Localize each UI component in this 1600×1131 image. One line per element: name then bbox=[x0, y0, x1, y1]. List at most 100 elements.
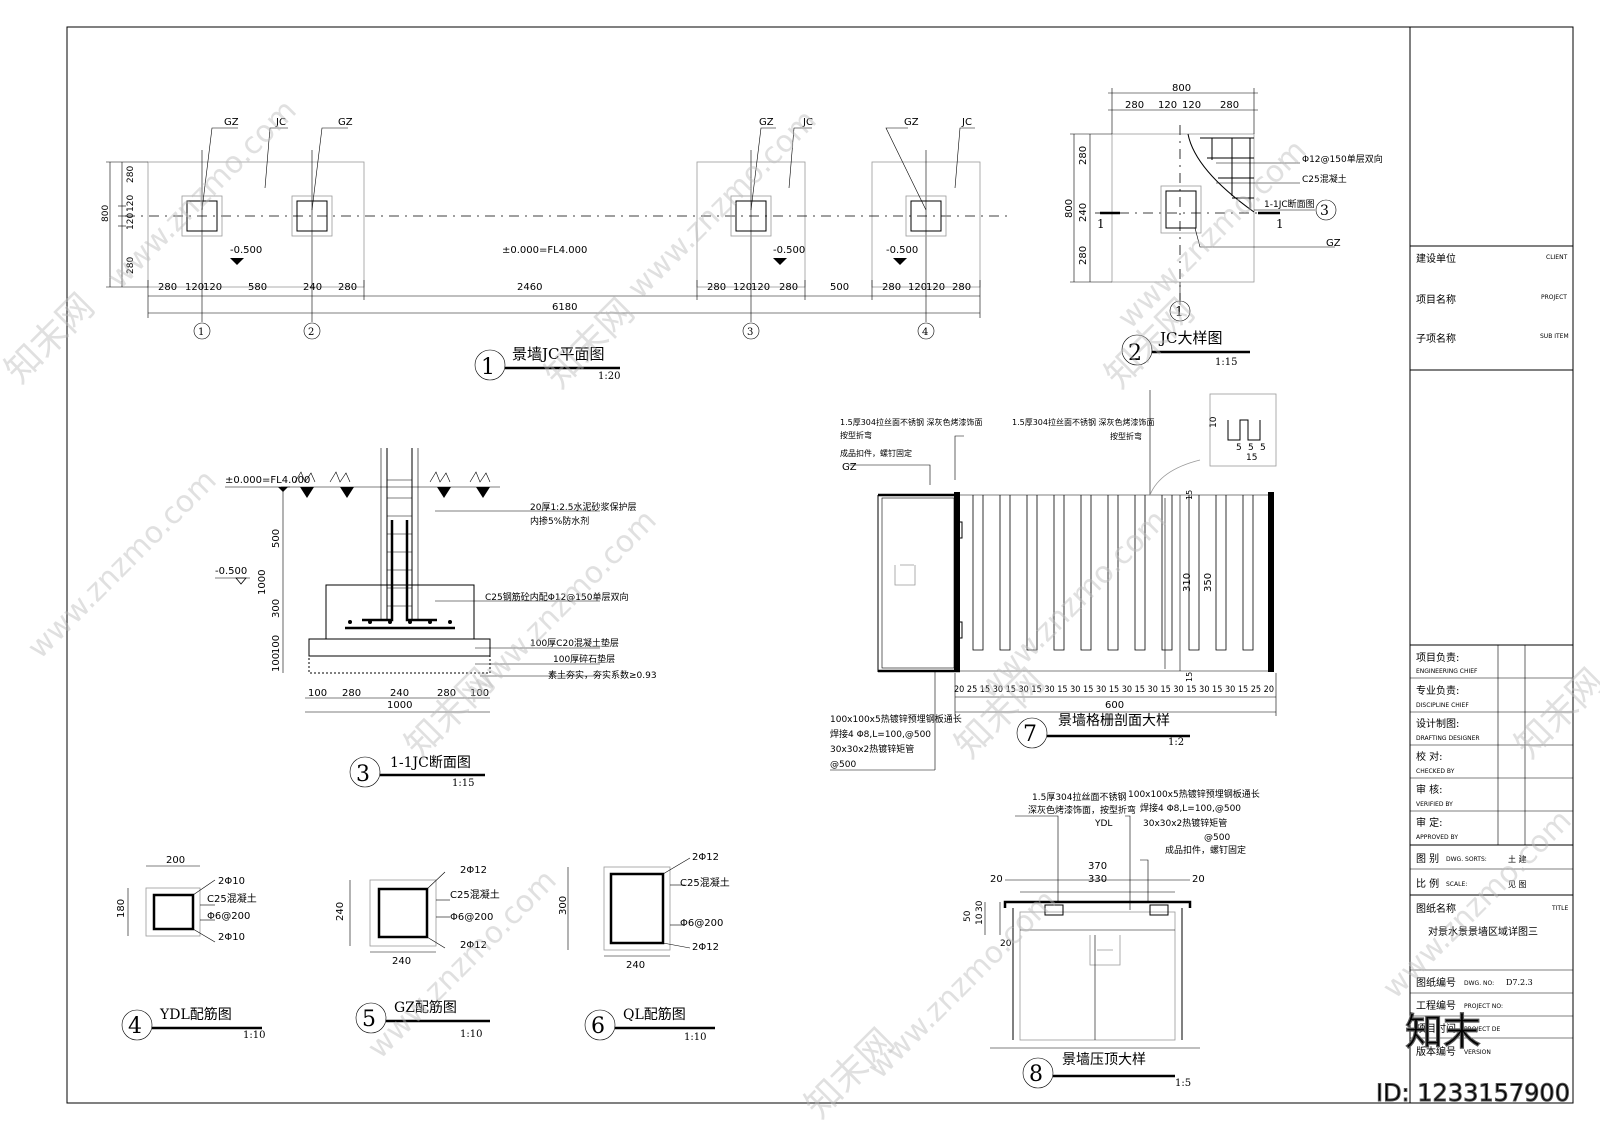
svg-text:1.5厚304拉丝面不锈钢: 1.5厚304拉丝面不锈钢 bbox=[1032, 791, 1127, 803]
section-1-1 bbox=[215, 448, 600, 788]
svg-text:±0.000=FL4.000: ±0.000=FL4.000 bbox=[225, 475, 310, 486]
svg-text:项目负责:: 项目负责: bbox=[1416, 651, 1459, 664]
svg-text:100: 100 bbox=[308, 688, 327, 699]
svg-text:280: 280 bbox=[707, 282, 726, 293]
svg-text:图 别: 图 别 bbox=[1416, 853, 1439, 865]
svg-text:280: 280 bbox=[158, 282, 177, 293]
tb-drawing-title: 对景水景景墙区域详图三 bbox=[1428, 925, 1538, 938]
axis-1: 1 bbox=[198, 327, 204, 338]
plan-jc-3: JC bbox=[961, 117, 972, 128]
plan-gz-1: GZ bbox=[224, 117, 239, 128]
svg-text:280: 280 bbox=[952, 282, 971, 293]
coping-title: 景墙压顶大样 bbox=[1062, 1052, 1146, 1068]
svg-text:PROJECT NO:: PROJECT NO: bbox=[1464, 1003, 1503, 1010]
plan-column-2 bbox=[291, 195, 333, 237]
gz-texts: 240 240 2Φ12 C25混凝土 Φ6@200 2Φ12 5 GZ配筋图 … bbox=[335, 865, 500, 1040]
svg-text:1:2: 1:2 bbox=[1168, 737, 1184, 748]
svg-text:2Φ12: 2Φ12 bbox=[692, 852, 719, 863]
svg-text:20: 20 bbox=[1000, 939, 1012, 949]
svg-text:项目时间: 项目时间 bbox=[1416, 1022, 1456, 1035]
svg-text:校 对:: 校 对: bbox=[1416, 750, 1443, 763]
section-number: 3 bbox=[356, 762, 370, 787]
svg-text:1:10: 1:10 bbox=[684, 1032, 706, 1043]
ql-title: QL配筋图 bbox=[623, 1006, 686, 1023]
grille-title: 景墙格栅剖面大样 bbox=[1058, 713, 1170, 729]
svg-text:内掺5%防水剂: 内掺5%防水剂 bbox=[530, 515, 589, 527]
svg-text:5: 5 bbox=[1236, 443, 1242, 453]
svg-text:YDL: YDL bbox=[1094, 819, 1112, 829]
plan-gz-3: GZ bbox=[759, 117, 774, 128]
svg-text:知末网: 知末网 bbox=[0, 286, 103, 391]
image-id: ID: 1233157900 bbox=[1376, 1079, 1570, 1107]
svg-text:成品扣件，螺钉固定: 成品扣件，螺钉固定 bbox=[1165, 844, 1246, 856]
plan-column-4 bbox=[905, 195, 947, 237]
svg-text:120: 120 bbox=[733, 282, 752, 293]
grille-slat bbox=[1026, 495, 1038, 651]
axis-3: 3 bbox=[747, 327, 753, 338]
svg-text:300: 300 bbox=[558, 896, 569, 915]
svg-text:-0.500: -0.500 bbox=[215, 566, 247, 577]
svg-text:200: 200 bbox=[166, 855, 185, 866]
svg-text:审 定:: 审 定: bbox=[1416, 816, 1443, 829]
svg-text:120: 120 bbox=[908, 282, 927, 293]
svg-text:Φ6@200: Φ6@200 bbox=[207, 911, 250, 922]
svg-text:SUB ITEM: SUB ITEM bbox=[1540, 333, 1569, 340]
svg-text:800: 800 bbox=[1064, 199, 1075, 218]
svg-text:10: 10 bbox=[1209, 416, 1219, 428]
svg-text:330: 330 bbox=[1088, 874, 1107, 885]
svg-text:30x30x2热镀锌矩管: 30x30x2热镀锌矩管 bbox=[830, 743, 914, 755]
ydl-detail bbox=[121, 865, 262, 1041]
plan-scale: 1:20 bbox=[598, 371, 620, 382]
svg-text:Φ6@200: Φ6@200 bbox=[680, 918, 723, 929]
svg-text:100厚C20混凝土垫层: 100厚C20混凝土垫层 bbox=[530, 637, 619, 649]
svg-text:www.znzmo.com: www.znzmo.com bbox=[621, 103, 824, 306]
svg-text:1:10: 1:10 bbox=[243, 1030, 265, 1041]
svg-text:1000: 1000 bbox=[257, 570, 268, 595]
svg-text:焊接4 Φ8,L=100,@500: 焊接4 Φ8,L=100,@500 bbox=[830, 728, 931, 740]
svg-text:120: 120 bbox=[1182, 100, 1201, 111]
svg-text:www.znzmo.com: www.znzmo.com bbox=[21, 463, 224, 666]
svg-text:2Φ12: 2Φ12 bbox=[460, 865, 487, 876]
svg-text:5: 5 bbox=[362, 1007, 376, 1032]
svg-text:280: 280 bbox=[779, 282, 798, 293]
svg-text:100x100x5热镀锌预埋钢板通长: 100x100x5热镀锌预埋钢板通长 bbox=[830, 713, 962, 725]
svg-text:30x30x2热镀锌矩管: 30x30x2热镀锌矩管 bbox=[1143, 817, 1227, 829]
svg-text:APPROVED BY: APPROVED BY bbox=[1416, 834, 1458, 841]
plan-title: 景墙JC平面图 bbox=[512, 345, 605, 363]
svg-text:专业负责:: 专业负责: bbox=[1416, 684, 1459, 697]
svg-text:240: 240 bbox=[303, 282, 322, 293]
sheet-frame bbox=[66, 26, 1574, 1104]
jc-detail-texts: 800 280 120 120 280 280 240 280 800 Φ12@… bbox=[1064, 83, 1383, 368]
svg-text:280: 280 bbox=[126, 257, 136, 274]
svg-text:PROJECT DE: PROJECT DE bbox=[1464, 1026, 1500, 1033]
plan-level-2: -0.500 bbox=[773, 245, 805, 256]
svg-text:www.znzmo.com: www.znzmo.com bbox=[1111, 133, 1314, 336]
svg-text:1: 1 bbox=[1097, 217, 1105, 231]
svg-text:120: 120 bbox=[1158, 100, 1177, 111]
svg-text:DRAFTING DESIGNER: DRAFTING DESIGNER bbox=[1416, 735, 1480, 742]
grille-slat bbox=[1215, 495, 1227, 651]
svg-text:280: 280 bbox=[1078, 246, 1089, 265]
svg-text:DWG. SORTS:: DWG. SORTS: bbox=[1446, 856, 1487, 863]
svg-text:280: 280 bbox=[338, 282, 357, 293]
svg-text:比 例: 比 例 bbox=[1416, 877, 1439, 890]
plan-jc-1: JC bbox=[275, 117, 286, 128]
jc-section-note: 1-1JC断面图 bbox=[1264, 198, 1315, 210]
svg-text:580: 580 bbox=[248, 282, 267, 293]
jc-rebar-note: Φ12@150单层双向 bbox=[1302, 153, 1383, 165]
jc-concrete-note: C25混凝土 bbox=[1302, 173, 1347, 185]
titleblock-lines bbox=[1410, 245, 1573, 1039]
svg-text:1000: 1000 bbox=[387, 700, 412, 711]
svg-text:见 图: 见 图 bbox=[1508, 880, 1527, 889]
jc-detail-number: 2 bbox=[1128, 341, 1142, 366]
grille-detail bbox=[830, 390, 1277, 771]
svg-text:GZ: GZ bbox=[1326, 238, 1341, 249]
svg-text:280: 280 bbox=[1125, 100, 1144, 111]
ydl-texts: 200 180 2Φ10 C25混凝土 Φ6@200 2Φ10 4 YDL配筋图… bbox=[116, 855, 265, 1041]
tb-client: 建设单位 bbox=[1416, 252, 1456, 265]
svg-text:8: 8 bbox=[1029, 1062, 1043, 1087]
svg-text:120: 120 bbox=[126, 213, 136, 230]
svg-text:600: 600 bbox=[1105, 700, 1124, 711]
svg-text:500: 500 bbox=[271, 529, 282, 548]
tb-subitem: 子项名称 bbox=[1416, 332, 1456, 345]
